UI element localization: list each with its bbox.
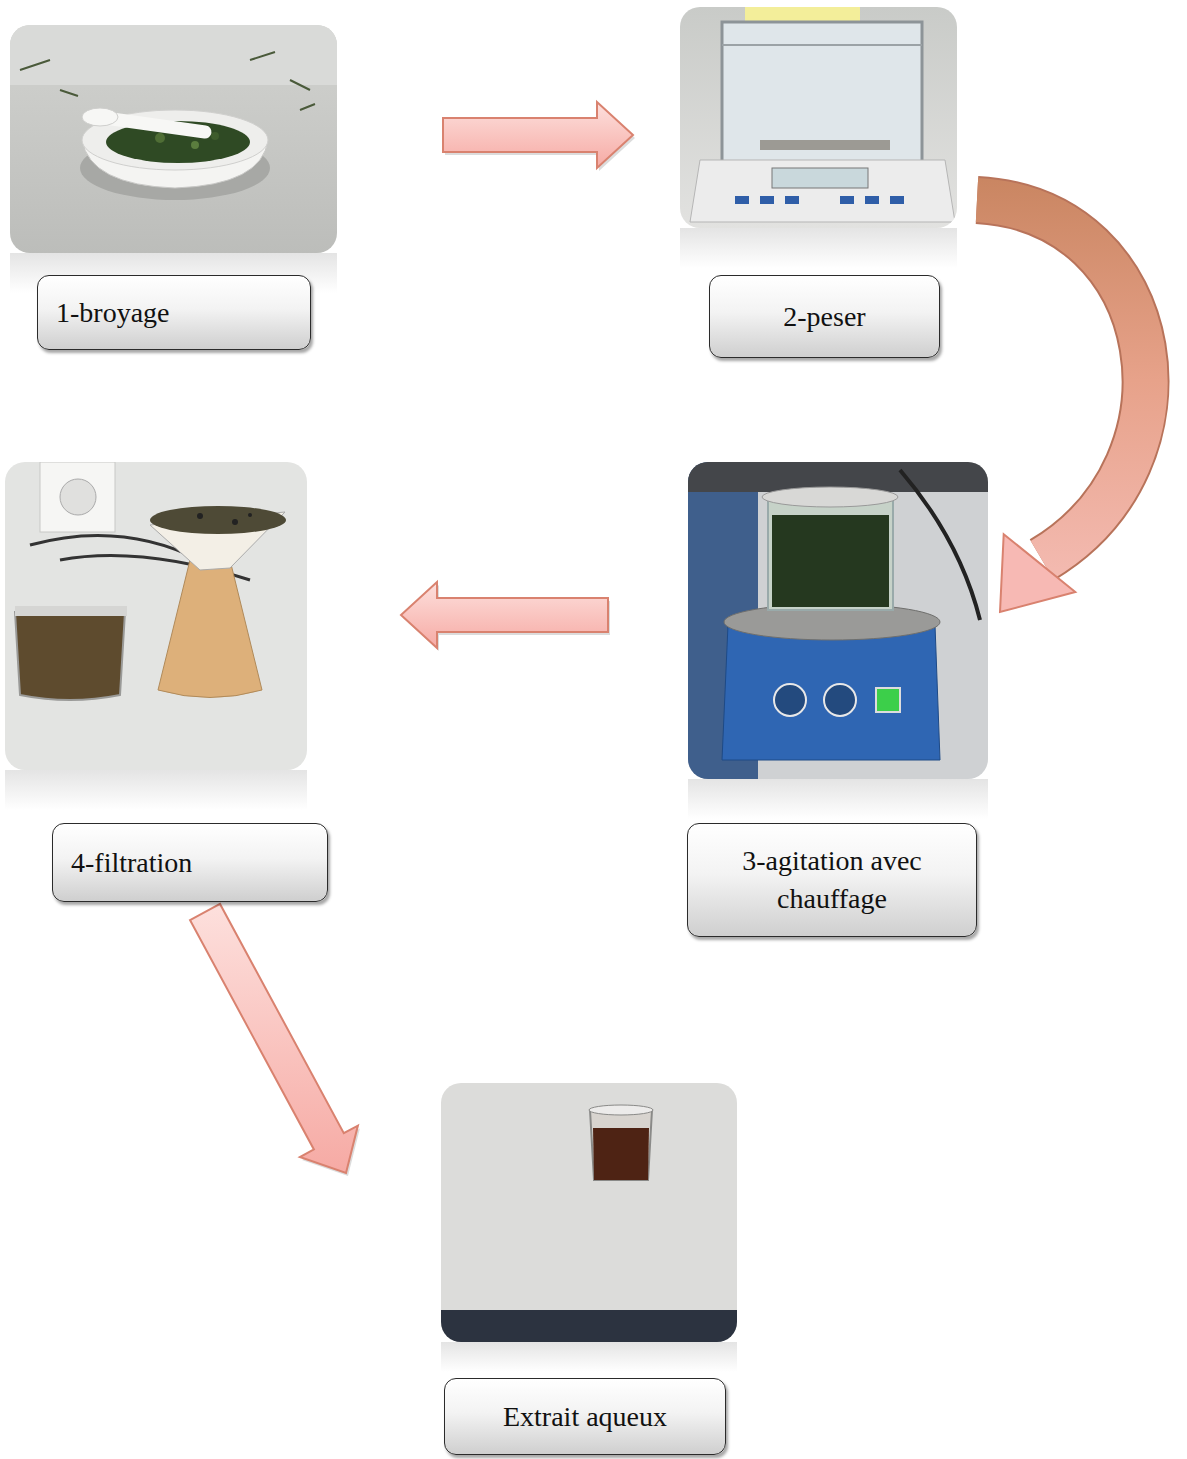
step-label: 2-peser xyxy=(709,275,940,358)
flow-arrow xyxy=(977,200,1146,612)
flow-arrow xyxy=(443,102,635,171)
step-label: 3-agitation avec chauffage xyxy=(687,823,977,937)
step-card: 2-peser xyxy=(680,7,957,358)
step-card: 4-filtration xyxy=(5,462,328,902)
step-label: 1-broyage xyxy=(37,275,311,350)
balance-photo xyxy=(680,7,957,228)
flow-arrow xyxy=(190,904,360,1176)
step-card: 1-broyage xyxy=(10,25,337,350)
photo-reflection xyxy=(688,779,988,819)
photo-reflection xyxy=(680,228,957,268)
step-card: 3-agitation avec chauffage xyxy=(687,462,988,937)
step-text: 1-broyage xyxy=(56,294,170,332)
photo-reflection xyxy=(441,1342,737,1372)
step-text: Extrait aqueux xyxy=(503,1398,667,1436)
filtration-photo xyxy=(5,462,307,770)
step-text: 2-peser xyxy=(783,298,865,336)
step-text: 4-filtration xyxy=(71,844,192,882)
step-card: Extrait aqueux xyxy=(441,1083,737,1455)
flow-arrow xyxy=(401,582,610,651)
step-label: 4-filtration xyxy=(52,823,328,902)
mortar-photo xyxy=(10,25,337,253)
step-text: 3-agitation avec chauffage xyxy=(702,842,962,918)
step-label: Extrait aqueux xyxy=(444,1378,726,1455)
photo-reflection xyxy=(5,770,307,810)
hotplate-photo xyxy=(688,462,988,779)
extract-photo xyxy=(441,1083,737,1342)
